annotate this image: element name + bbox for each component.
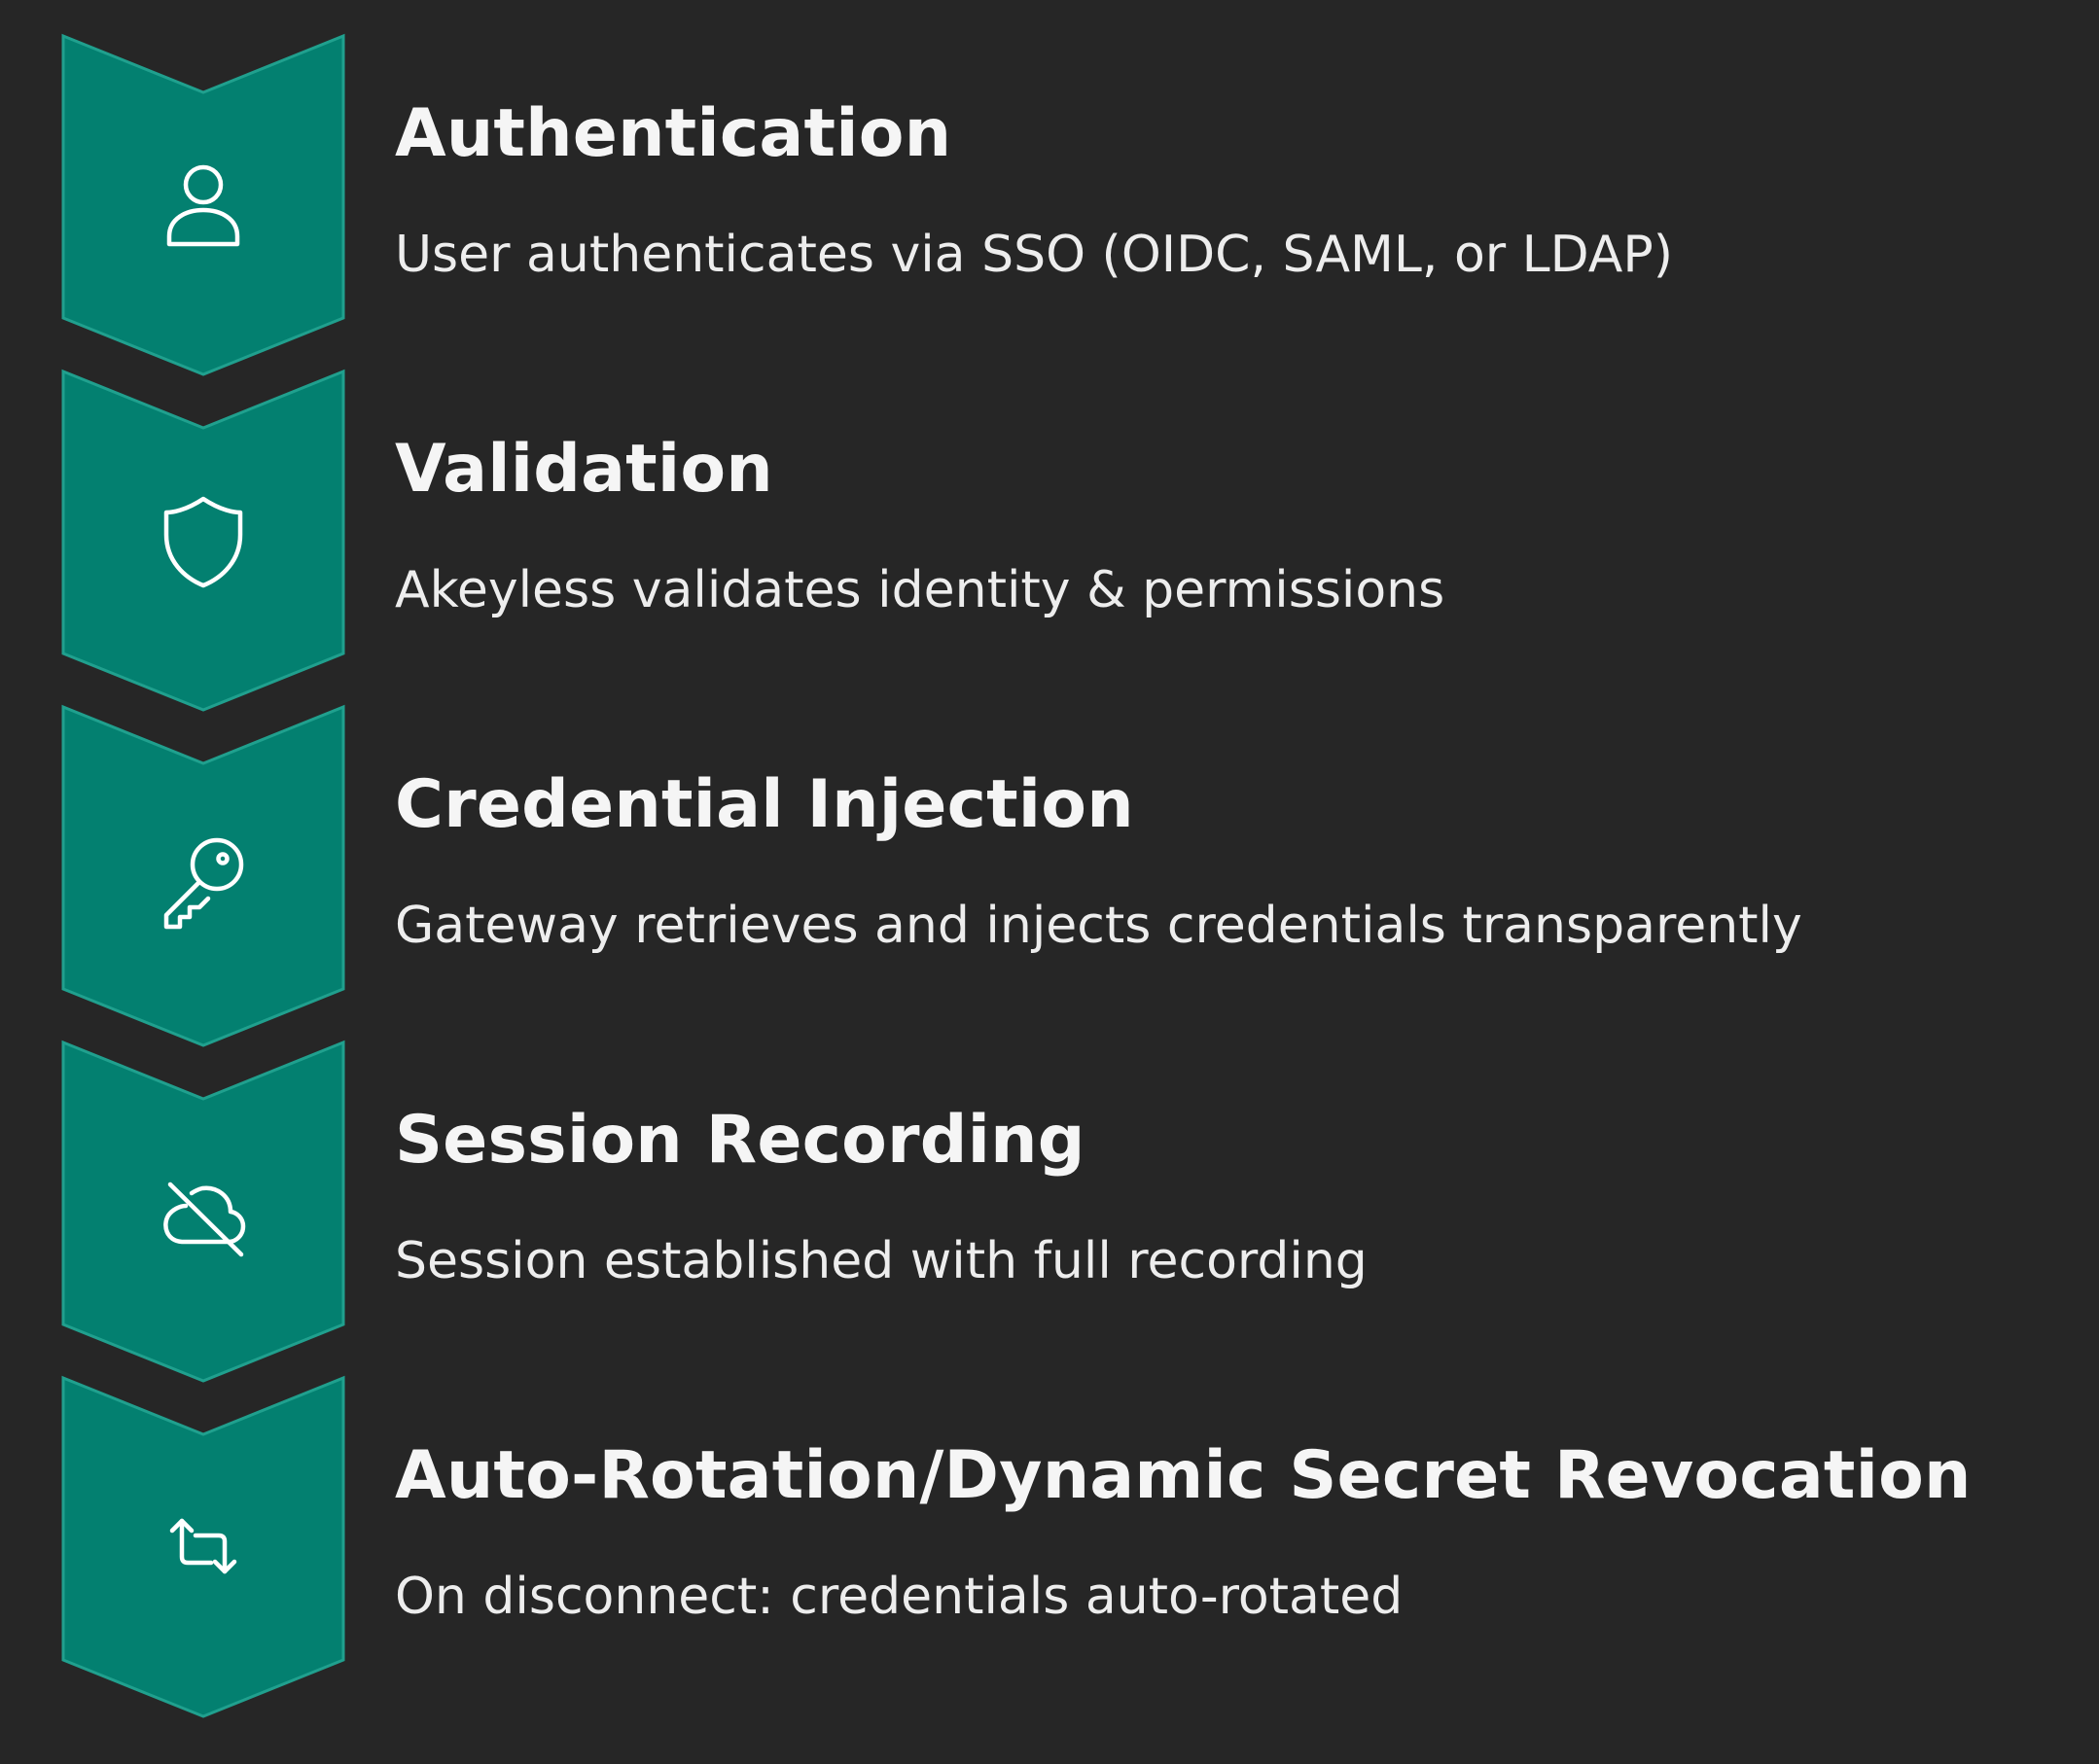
cloud-off-icon — [163, 1182, 246, 1257]
step-description: Session established with full recording — [395, 1232, 1368, 1290]
step-title: Credential Injection — [395, 766, 1134, 843]
step-validation: Validation Akeyless validates identity &… — [0, 335, 2099, 712]
repeat-icon — [169, 1518, 237, 1574]
step-title: Auto-Rotation/Dynamic Secret Revocation — [395, 1437, 1972, 1514]
step-session-recording: Session Recording Session established wi… — [0, 1006, 2099, 1383]
user-icon — [166, 164, 240, 247]
step-description: User authenticates via SSO (OIDC, SAML, … — [395, 226, 1673, 284]
key-icon — [163, 837, 244, 930]
step-description: Gateway retrieves and injects credential… — [395, 897, 1802, 955]
shield-icon — [163, 496, 243, 588]
step-title: Authentication — [395, 95, 952, 172]
step-chevron — [61, 704, 345, 1047]
step-title: Validation — [395, 431, 773, 508]
step-description: Akeyless validates identity & permission… — [395, 561, 1445, 619]
step-chevron — [61, 33, 345, 376]
step-chevron — [61, 1040, 345, 1383]
step-description: On disconnect: credentials auto-rotated — [395, 1568, 1404, 1626]
step-authentication: Authentication User authenticates via SS… — [0, 0, 2099, 376]
step-chevron — [61, 1375, 345, 1718]
step-chevron — [61, 369, 345, 712]
step-auto-rotation: Auto-Rotation/Dynamic Secret Revocation … — [0, 1342, 2099, 1718]
step-credential-injection: Credential Injection Gateway retrieves a… — [0, 671, 2099, 1047]
step-title: Session Recording — [395, 1102, 1085, 1179]
